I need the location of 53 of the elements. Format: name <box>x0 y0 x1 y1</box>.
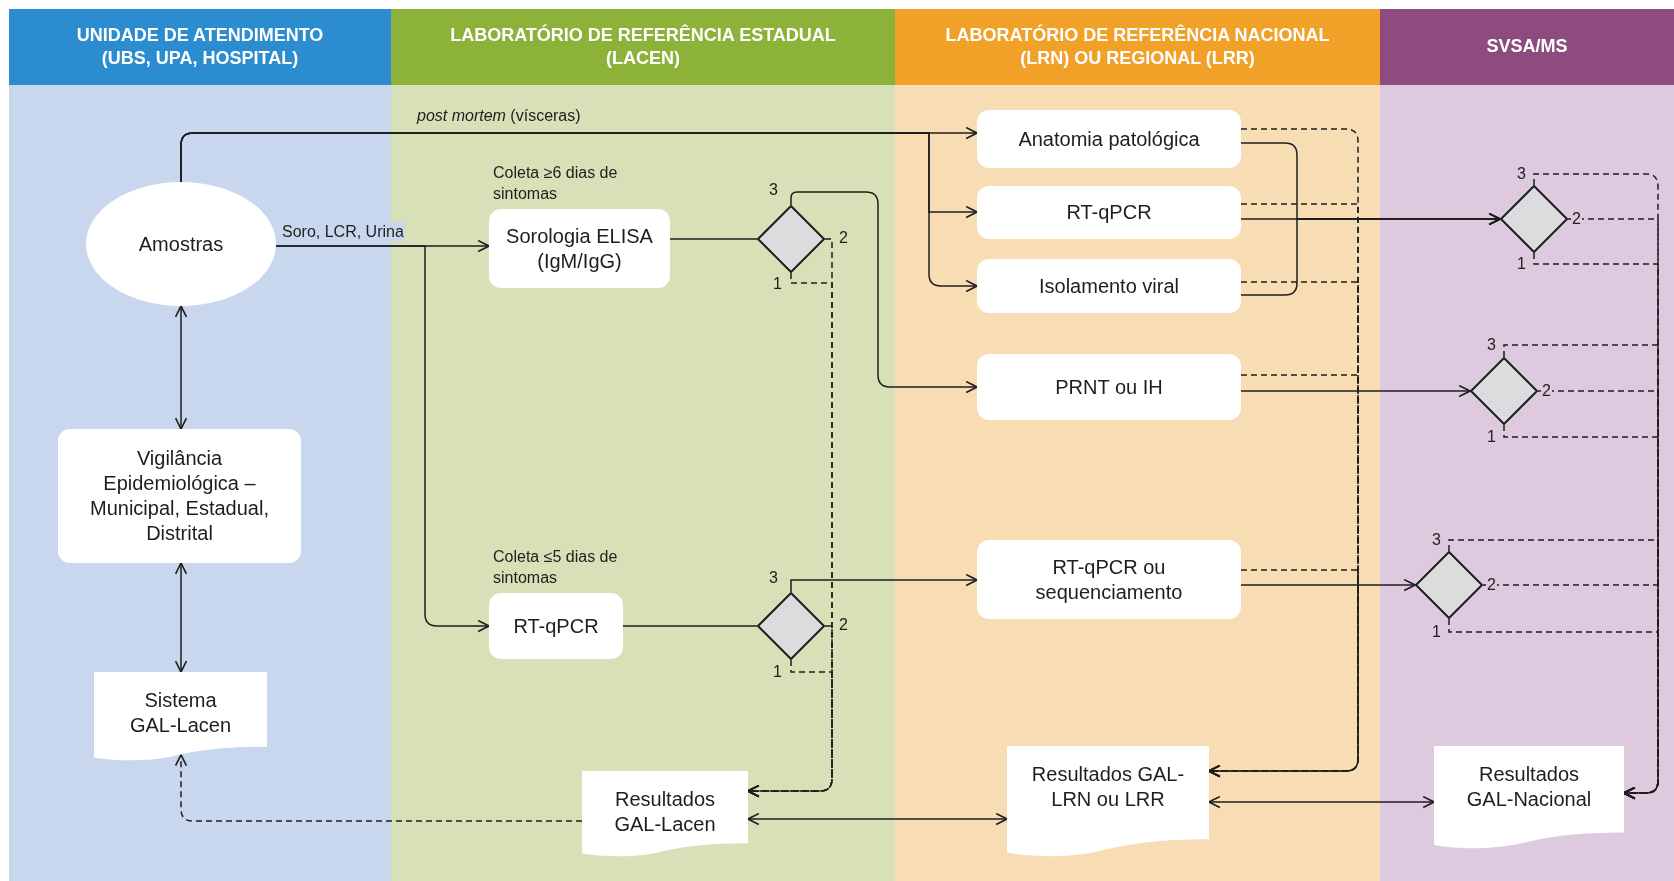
node-text: Sistema GAL-Lacen <box>128 688 233 738</box>
lane-header: UNIDADE DE ATENDIMENTO (UBS, UPA, HOSPITAL) <box>9 9 391 85</box>
double-arrow <box>174 562 188 673</box>
node-text: Sorologia ELISA (IgM/IgG) <box>505 223 654 274</box>
lane-header: SVSA/MS <box>1380 9 1674 85</box>
node-text: Resultados GAL-LRN ou LRR <box>1030 762 1186 812</box>
process-box <box>977 540 1241 619</box>
decision-diamond <box>757 205 825 273</box>
edge-label: post mortem (vísceras) <box>416 106 582 126</box>
process-box <box>977 110 1241 168</box>
process-box <box>977 259 1241 313</box>
double-arrow <box>174 305 188 430</box>
connector-line <box>622 625 758 627</box>
process-box <box>977 354 1241 420</box>
edge-label: Soro, LCR, Urina <box>281 222 405 242</box>
document-shape <box>582 771 748 857</box>
decision-diamond <box>1415 551 1483 619</box>
connector-line <box>669 238 758 240</box>
process-box <box>58 429 301 563</box>
swimlane <box>1380 9 1674 881</box>
arrow <box>790 573 978 593</box>
arrow <box>790 191 978 394</box>
annotation: Coleta ≤5 dias de sintomas <box>493 546 618 589</box>
lane-header: LABORATÓRIO DE REFERÊNCIA ESTADUAL (LACEN) <box>391 9 895 85</box>
lane-header: LABORATÓRIO DE REFERÊNCIA NACIONAL (LRN) OU REGIONAL (LRR) <box>895 9 1380 85</box>
decision-diamond <box>757 592 825 660</box>
node-text: PRNT ou IH <box>1055 374 1163 400</box>
annotation: Coleta ≥6 dias de sintomas <box>493 162 618 205</box>
node-text: RT-qPCR ou sequenciamento <box>1034 554 1184 605</box>
arrow <box>1240 578 1416 592</box>
node-text: Anatomia patológica <box>1018 126 1200 152</box>
dashed-arrow <box>174 753 583 822</box>
decision-diamond <box>1500 185 1568 253</box>
node-text: Resultados GAL-Lacen <box>613 787 717 837</box>
arrow <box>275 245 490 633</box>
node-text: Isolamento viral <box>1038 273 1180 299</box>
document-shape <box>1007 746 1209 857</box>
arrow <box>1240 212 1501 296</box>
arrow <box>1240 384 1471 398</box>
document-shape <box>1434 746 1624 849</box>
process-box <box>977 186 1241 239</box>
node-text: Vigilância Epidemiológica – Municipal, Estadual, Distrital <box>89 446 270 546</box>
swimlane <box>895 9 1380 881</box>
document-shape <box>94 672 267 761</box>
decision-diamond <box>1470 357 1538 425</box>
arrow <box>180 132 978 293</box>
double-arrow <box>1208 795 1435 809</box>
node-text: RT-qPCR <box>1066 200 1152 225</box>
node-text: Resultados GAL-Nacional <box>1465 762 1593 812</box>
double-arrow <box>747 812 1008 826</box>
node-text: Amostras <box>138 231 224 257</box>
dashed-arrow <box>1208 569 1359 778</box>
node-text: RT-qPCR <box>513 613 599 639</box>
